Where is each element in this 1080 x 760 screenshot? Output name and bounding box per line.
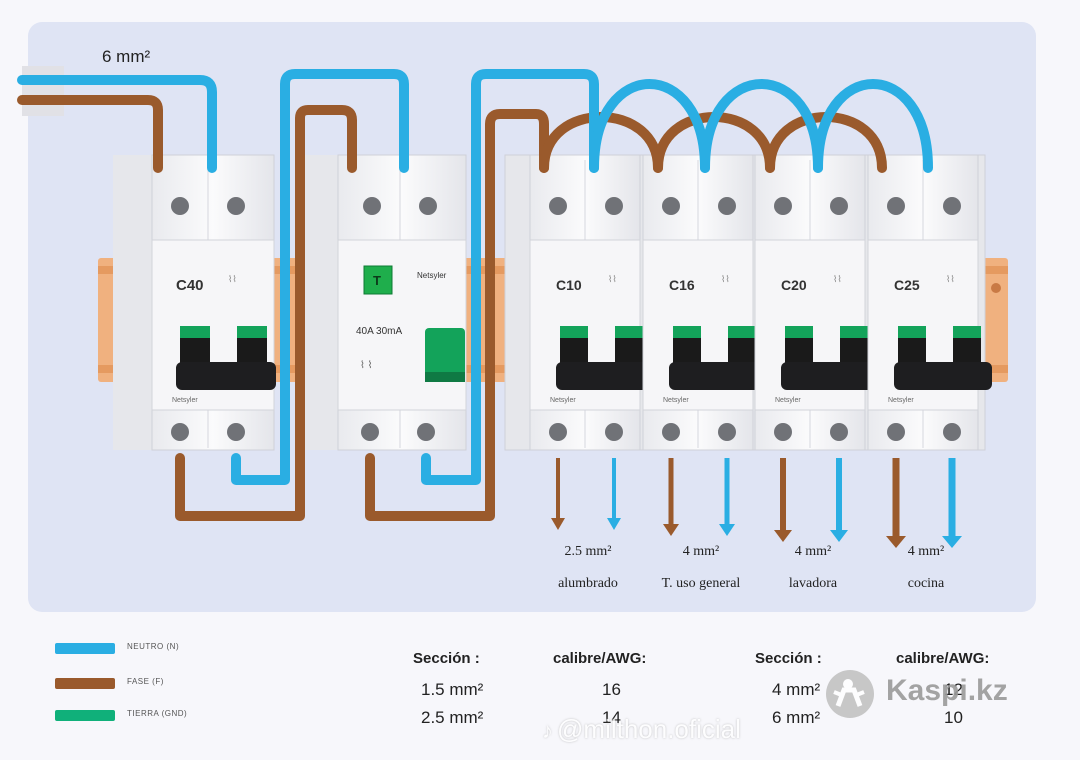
branch-breaker-4: C25 ⌇⌇ Netsyler [867, 154, 992, 451]
table-cell-section: 4 mm² [772, 680, 821, 699]
branch-breakers: C10⌇⌇NetsylerC16⌇⌇NetsylerC20⌇⌇NetsylerC… [529, 154, 992, 451]
rcd-brand: Netsyler [417, 271, 447, 280]
breaker-toggle [556, 362, 654, 390]
wires [17, 66, 933, 521]
table-cell-awg: 16 [602, 680, 621, 699]
table-cell-awg: 14 [602, 708, 621, 727]
svg-text:⌇⌇: ⌇⌇ [721, 274, 730, 284]
table-cell-section: 6 mm² [772, 708, 821, 727]
legend-label: NEUTRO (N) [127, 642, 180, 651]
svg-text:⌇⌇: ⌇⌇ [608, 274, 617, 284]
table-cell-awg: 10 [944, 708, 963, 727]
main-breaker-rating: C40 [176, 277, 204, 294]
branch-circuit-label: alumbrado [558, 576, 618, 591]
branch-breaker-rating: C25 [894, 277, 920, 293]
tiktok-watermark: ♪@milthon.oficial [542, 714, 741, 744]
table-cell-section: 1.5 mm² [421, 680, 484, 699]
branch-outputs: 2.5 mm² alumbrado 4 mm² T. uso general 4 mm²… [551, 458, 962, 591]
breaker-toggle [669, 362, 767, 390]
legend-swatch [55, 710, 115, 721]
branch-breaker-2: C16 ⌇⌇ Netsyler [642, 154, 767, 451]
svg-text:⌇⌇: ⌇⌇ [946, 274, 955, 284]
branch-section-label: 4 mm² [795, 544, 831, 559]
rcd-device: T Netsyler 40A 30mA ⌇ ⌇ [305, 154, 467, 451]
legend-swatch [55, 643, 115, 654]
kaspi-text: Kaspi.kz [886, 674, 1008, 707]
branch-circuit-label: T. uso general [662, 576, 741, 591]
branch-section-label: 2.5 mm² [565, 544, 612, 559]
branch-section-label: 4 mm² [683, 544, 719, 559]
breaker-toggle [894, 362, 992, 390]
branch-breaker-1: C10 ⌇⌇ Netsyler [529, 154, 654, 451]
branch-breaker-brand: Netsyler [550, 397, 576, 404]
branch-breaker-3: C20 ⌇⌇ Netsyler [754, 154, 879, 451]
legend-swatch [55, 678, 115, 689]
table-header-section: Sección : [413, 650, 480, 667]
rcd-test-label: T [373, 273, 381, 288]
rcd-rating: 40A 30mA [356, 326, 402, 337]
branch-breaker-brand: Netsyler [888, 397, 914, 404]
branch-breaker-brand: Netsyler [775, 397, 801, 404]
branch-breaker-rating: C20 [781, 277, 807, 293]
supply-section-label: 6 mm² [102, 47, 151, 66]
tiktok-icon: ♪ [542, 718, 553, 743]
rcd-test-button [363, 265, 393, 295]
svg-text:⌇ ⌇: ⌇ ⌇ [360, 360, 373, 371]
branch-circuit-label: lavadora [789, 576, 838, 591]
rcd-toggle-switch [425, 328, 465, 382]
branch-breaker-brand: Netsyler [663, 397, 689, 404]
svg-text:⌇⌇: ⌇⌇ [833, 274, 842, 284]
legend-label: TIERRA (GND) [127, 709, 188, 718]
branch-breaker-rating: C10 [556, 277, 582, 293]
main-breaker-brand: Netsyler [172, 397, 198, 404]
table-header-awg: calibre/AWG: [553, 650, 647, 667]
table-header-awg: calibre/AWG: [896, 650, 990, 667]
wiring-diagram: C40 ⌇⌇ Netsyler T Netsyler 40A 30mA ⌇ ⌇ … [17, 47, 1008, 591]
table-header-section: Sección : [755, 650, 822, 667]
branch-circuit-label: cocina [908, 576, 945, 591]
branch-section-label: 4 mm² [908, 544, 944, 559]
branch-breaker-rating: C16 [669, 277, 695, 293]
svg-text:⌇⌇: ⌇⌇ [228, 274, 237, 284]
main-breaker: C40 ⌇⌇ Netsyler [113, 154, 276, 451]
table-cell-awg: 12 [944, 680, 963, 699]
legend-label: FASE (F) [127, 677, 164, 686]
table-cell-section: 2.5 mm² [421, 708, 484, 727]
kaspi-watermark: Kaspi.kz [826, 668, 1046, 724]
breaker-toggle [781, 362, 879, 390]
kaspi-logo-icon [826, 670, 874, 718]
